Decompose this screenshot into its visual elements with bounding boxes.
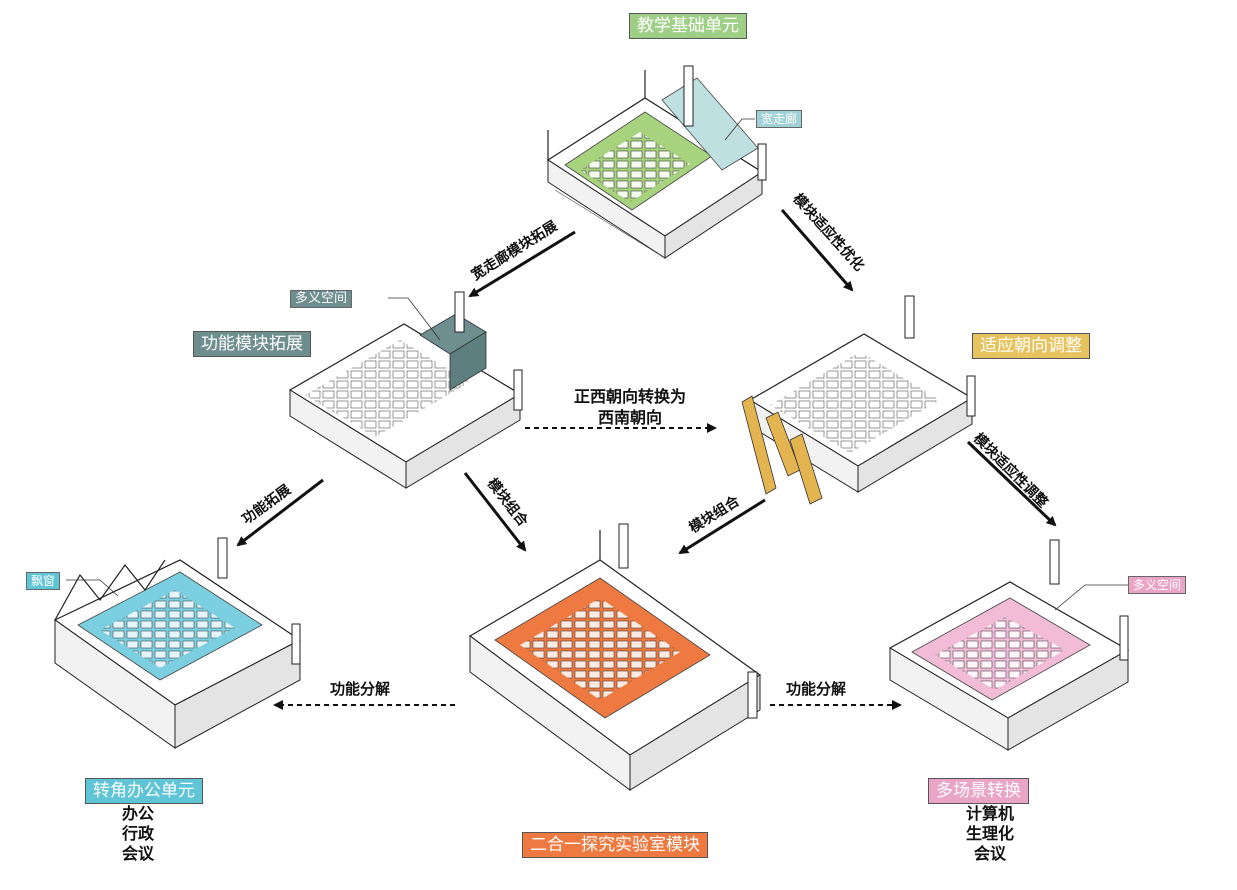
office-use-2: 行政 bbox=[121, 824, 154, 843]
function-ext-drawing bbox=[288, 291, 523, 489]
text-orientation-line2: 西南朝向 bbox=[597, 408, 662, 427]
office-unit-drawing bbox=[53, 537, 302, 749]
bay-window-outline bbox=[54, 559, 166, 621]
arrow-combine-b bbox=[678, 498, 766, 555]
leader-bay-window bbox=[66, 579, 119, 597]
leader-multi-space-right bbox=[1054, 584, 1128, 611]
label-function-ext: 功能模块拓展 bbox=[193, 331, 311, 357]
office-use-3: 会议 bbox=[121, 844, 154, 863]
tag-wide-corridor: 宽走廊 bbox=[756, 110, 803, 128]
text-orientation-line1: 正西朝向转换为 bbox=[573, 387, 686, 406]
multi-use-2: 生理化 bbox=[965, 824, 1014, 843]
lab-unit-drawing bbox=[468, 523, 762, 791]
orientation-unit-drawing bbox=[741, 295, 976, 505]
multi-use-1: 计算机 bbox=[965, 804, 1014, 823]
label-multi-scene: 多场景转换 bbox=[928, 778, 1029, 804]
tag-bay-window: 飘窗 bbox=[26, 572, 61, 590]
office-uses: 办公 行政 会议 bbox=[108, 804, 168, 864]
label-base-unit: 教学基础单元 bbox=[629, 13, 747, 39]
multi-unit-drawing bbox=[888, 539, 1130, 751]
multi-uses: 计算机 生理化 会议 bbox=[950, 804, 1030, 864]
text-orientation-change: 正西朝向转换为 西南朝向 bbox=[560, 386, 700, 428]
base-unit-drawing bbox=[546, 65, 767, 259]
orientation-fins bbox=[741, 395, 823, 505]
leader-corridor bbox=[724, 118, 755, 141]
arrow-function-ext bbox=[236, 478, 324, 547]
label-lab-module: 二合一探究实验室模块 bbox=[522, 832, 708, 858]
label-orientation: 适应朝向调整 bbox=[972, 333, 1090, 359]
arrow-combine-a bbox=[463, 472, 527, 552]
text-decompose-right: 功能分解 bbox=[786, 680, 847, 698]
leader-multi-space-left bbox=[388, 297, 441, 341]
arrow-adaptive-opt bbox=[780, 209, 854, 292]
multi-use-3: 会议 bbox=[973, 844, 1006, 863]
label-office-unit: 转角办公单元 bbox=[85, 778, 203, 804]
office-use-1: 办公 bbox=[121, 804, 154, 823]
text-decompose-left: 功能分解 bbox=[330, 680, 391, 698]
tag-multi-space-left: 多义空间 bbox=[290, 290, 353, 308]
tag-multi-space-right: 多义空间 bbox=[1128, 576, 1187, 594]
arrow-wide-corridor-ext bbox=[468, 230, 576, 298]
arrow-adaptive-adjust bbox=[966, 440, 1057, 527]
